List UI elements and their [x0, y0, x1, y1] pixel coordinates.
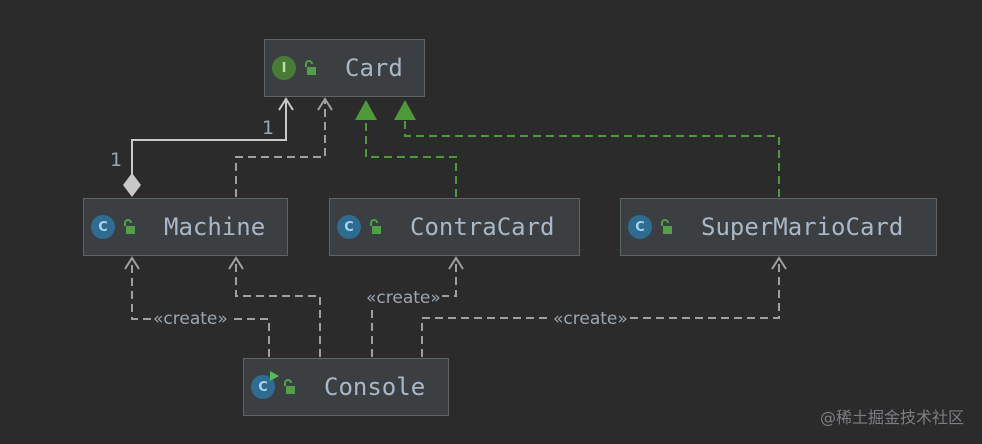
class-icon: C [628, 215, 652, 239]
node-label-card: Card [345, 54, 403, 82]
unlock-icon [370, 219, 381, 234]
unlock-icon [284, 379, 295, 394]
create-label-supermariocard: «create» [552, 309, 629, 329]
node-label-console: Console [324, 373, 426, 401]
arrowhead-dependency-supermariocard [771, 256, 787, 270]
edge-console-creates-supermariocard [421, 258, 780, 357]
node-card[interactable]: I Card [264, 39, 425, 97]
node-console[interactable]: C Console [243, 358, 449, 416]
arrowhead-dependency-machine-2 [228, 256, 244, 270]
arrowhead-association-card [278, 97, 294, 111]
unlock-icon [124, 219, 135, 234]
multiplicity-machine: 1 [110, 149, 123, 171]
runnable-class-icon: C [251, 371, 279, 399]
edge-console-depends-machine [235, 258, 321, 357]
unlock-icon [305, 60, 316, 75]
create-label-machine: «create» [152, 309, 229, 329]
node-label-machine: Machine [164, 213, 266, 241]
edge-supermariocard-realizes-card [404, 118, 780, 197]
class-icon: C [337, 215, 361, 239]
arrowhead-dependency-card [317, 97, 333, 111]
node-label-contracard: ContraCard [410, 213, 555, 241]
edge-console-creates-machine [131, 258, 270, 357]
node-supermariocard[interactable]: C SuperMarioCard [620, 198, 937, 256]
edge-console-creates-contracard [371, 258, 457, 357]
interface-icon: I [272, 56, 296, 80]
aggregation-diamond [123, 173, 141, 197]
watermark: @稀土掘金技术社区 [819, 408, 964, 427]
arrowhead-dependency-contracard [448, 256, 464, 270]
node-machine[interactable]: C Machine [83, 198, 288, 256]
arrowhead-realization-supermariocard [394, 100, 416, 120]
class-icon: C [91, 215, 115, 239]
create-label-contracard: «create» [365, 288, 442, 308]
arrowhead-dependency-machine-1 [124, 256, 140, 270]
node-contracard[interactable]: C ContraCard [329, 198, 580, 256]
multiplicity-card: 1 [262, 117, 275, 139]
edge-contracard-realizes-card [365, 118, 457, 197]
node-label-supermariocard: SuperMarioCard [701, 213, 904, 241]
edge-machine-depends-card [235, 99, 326, 197]
unlock-icon [661, 219, 672, 234]
arrowhead-realization-contracard [355, 100, 377, 120]
edge-machine-aggregates-card [131, 99, 287, 176]
